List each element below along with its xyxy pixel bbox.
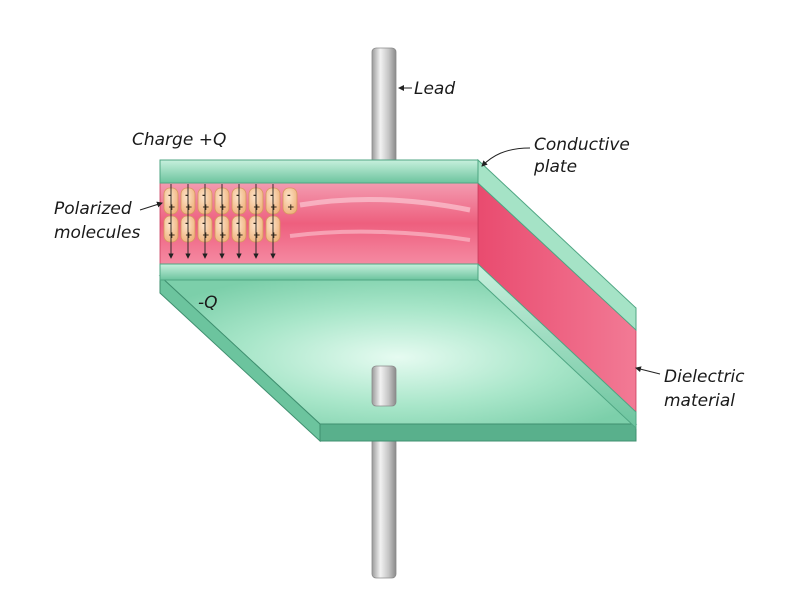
negative-sign: - — [168, 191, 172, 201]
dielectric-front-face — [159, 182, 479, 265]
positive-sign: + — [185, 203, 193, 213]
dielectric-label-line1: Dielectric — [664, 367, 745, 387]
polarized-label-line1: Polarized — [54, 199, 132, 219]
conductive-label-line2: plate — [533, 157, 577, 177]
lower-lead-cap — [371, 365, 397, 407]
dielectric-pointer — [635, 366, 661, 375]
positive-sign: + — [202, 231, 210, 241]
positive-sign: + — [253, 203, 261, 213]
positive-sign: + — [253, 231, 261, 241]
dielectric-label-line2: material — [664, 391, 735, 411]
charge-positive-label: Charge +Q — [132, 130, 226, 150]
negative-sign: - — [219, 191, 223, 201]
negative-sign: - — [202, 219, 206, 229]
positive-sign: + — [202, 203, 210, 213]
negative-sign: - — [236, 191, 240, 201]
negative-sign: - — [270, 191, 274, 201]
negative-sign: - — [202, 191, 206, 201]
negative-sign: - — [219, 219, 223, 229]
lead-label: Lead — [414, 79, 455, 99]
negative-sign: - — [253, 219, 257, 229]
positive-sign: + — [219, 231, 227, 241]
negative-sign: - — [168, 219, 172, 229]
charge-negative-label: -Q — [198, 293, 218, 313]
field-arrows — [168, 184, 276, 259]
positive-sign: + — [270, 203, 278, 213]
positive-sign: + — [287, 203, 295, 213]
polarized-pointer — [139, 201, 163, 211]
bottom-plate-front-strip — [159, 263, 479, 281]
positive-sign: + — [168, 231, 176, 241]
positive-sign: + — [168, 203, 176, 213]
negative-sign: - — [185, 191, 189, 201]
negative-sign: - — [236, 219, 240, 229]
top-plate — [159, 158, 637, 332]
positive-sign: + — [236, 203, 244, 213]
positive-sign: + — [236, 231, 244, 241]
positive-sign: + — [185, 231, 193, 241]
conductive-pointer — [481, 147, 531, 167]
positive-sign: + — [270, 231, 278, 241]
upper-lead — [371, 47, 397, 165]
conductive-label-line1: Conductive — [534, 135, 630, 155]
negative-sign: - — [270, 219, 274, 229]
negative-sign: - — [185, 219, 189, 229]
negative-sign: - — [287, 191, 291, 201]
negative-sign: - — [253, 191, 257, 201]
polarized-molecule: -+ — [282, 187, 298, 215]
positive-sign: + — [219, 203, 227, 213]
polarized-label-line2: molecules — [54, 223, 140, 243]
